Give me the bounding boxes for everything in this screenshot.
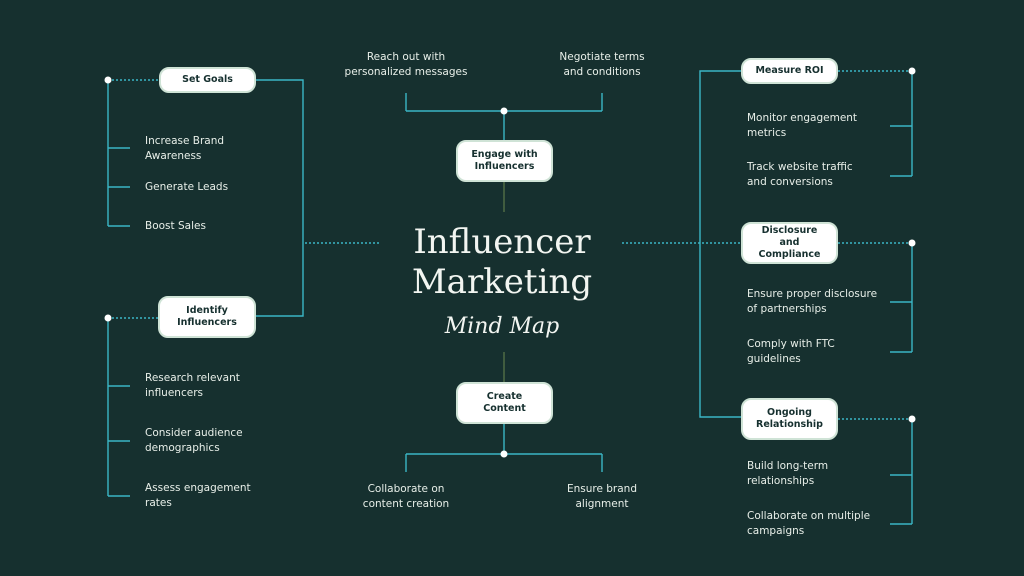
node-engage-with-influencers[interactable]: Engage with Influencers	[456, 140, 553, 182]
node-identify-influencers[interactable]: Identify Influencers	[158, 296, 256, 338]
leaf-research-relevant-influencers: Research relevant influencers	[145, 372, 240, 399]
leaf-build-long-term-relationships: Build long-term relationships	[747, 460, 829, 487]
leaf-boost-sales: Boost Sales	[145, 220, 206, 232]
title-line-2: Marketing	[411, 262, 593, 302]
leaf-increase-brand-awareness: Increase Brand Awareness	[145, 135, 225, 162]
leaf-comply-ftc-guidelines: Comply with FTC guidelines	[747, 338, 835, 365]
leaf-collaborate-multiple-campaigns: Collaborate on multiple campaigns	[747, 510, 871, 537]
leaf-ensure-brand-alignment: Ensure brand alignment	[566, 483, 638, 510]
leaf-monitor-engagement-metrics: Monitor engagement metrics	[747, 112, 858, 139]
node-disclosure-compliance[interactable]: Disclosure and Compliance	[741, 222, 838, 264]
subtitle: Mind Map	[444, 314, 560, 339]
leaf-consider-audience-demographics: Consider audience demographics	[145, 427, 243, 454]
leaf-negotiate-terms: Negotiate terms and conditions	[559, 51, 645, 78]
leaf-generate-leads: Generate Leads	[145, 181, 229, 193]
node-create-content[interactable]: Create Content	[456, 382, 553, 424]
node-ongoing-relationship[interactable]: Ongoing Relationship	[741, 398, 838, 440]
leaf-track-website-traffic: Track website traffic and conversions	[747, 161, 853, 188]
node-measure-roi[interactable]: Measure ROI	[741, 58, 838, 84]
node-set-goals[interactable]: Set Goals	[159, 67, 256, 93]
leaf-ensure-proper-disclosure: Ensure proper disclosure of partnerships	[747, 288, 878, 315]
leaf-collaborate-content-creation: Collaborate on content creation	[362, 483, 450, 510]
title-line-1: Influencer	[413, 222, 591, 262]
leaf-assess-engagement-rates: Assess engagement rates	[145, 482, 251, 509]
leaf-reach-out-personalized: Reach out with personalized messages	[344, 51, 468, 78]
